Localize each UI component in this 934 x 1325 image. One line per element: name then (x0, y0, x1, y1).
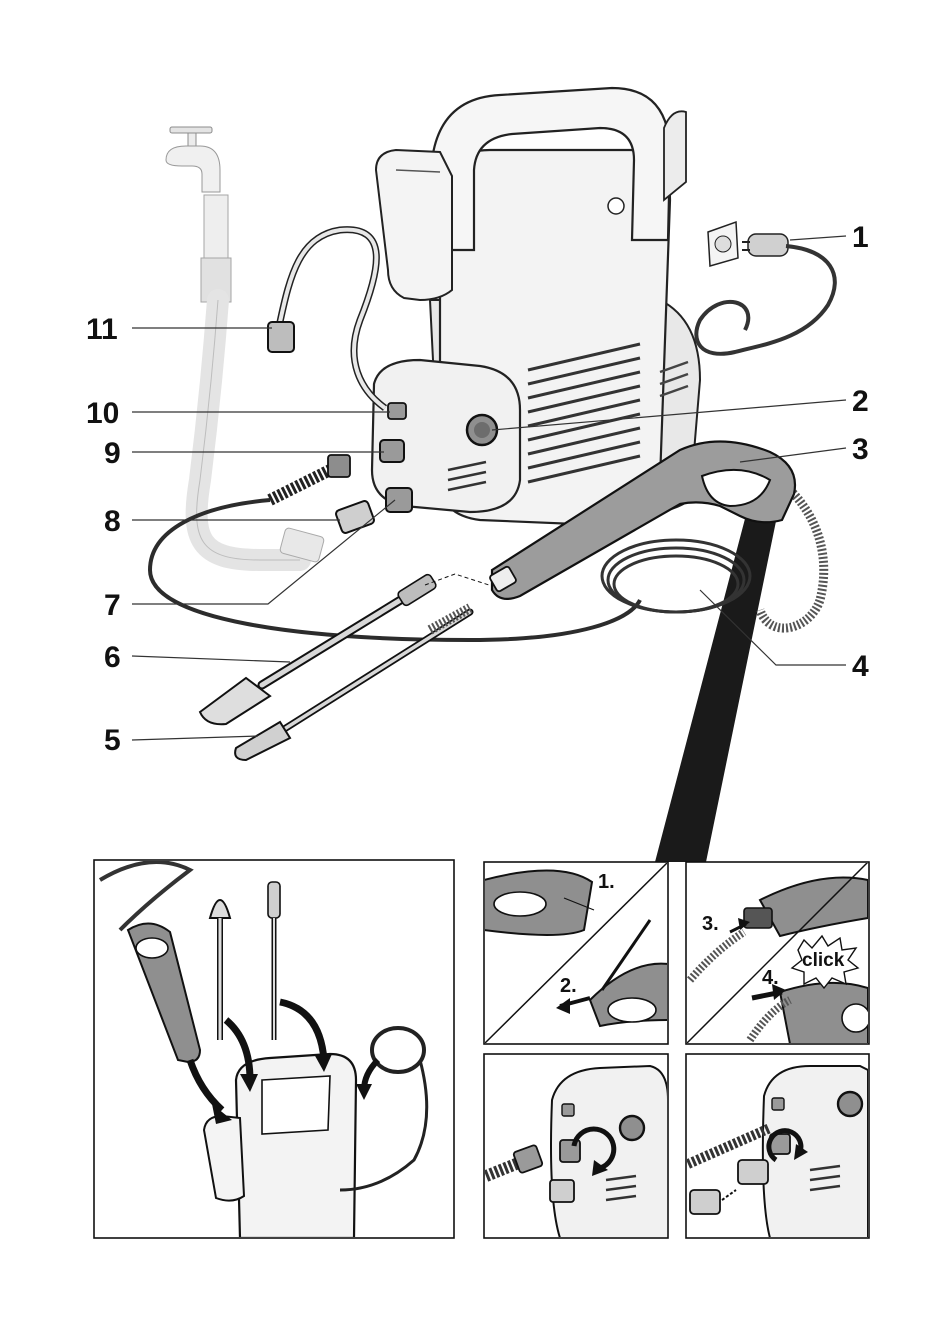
detail-panel-steps-1-2: 1. 2. (484, 862, 668, 1044)
pressure-washer-unit (372, 88, 700, 525)
water-tap-icon (166, 127, 231, 302)
callout-6-leader (132, 656, 290, 662)
step-1-label: 1. (598, 871, 615, 893)
callout-4: 4 (852, 650, 869, 683)
storage-panel (94, 860, 454, 1238)
lance-rotating-nozzle (200, 573, 437, 724)
hose-coil (602, 540, 750, 612)
power-socket-icon (708, 222, 738, 266)
callout-1: 1 (852, 221, 869, 254)
detergent-tube (280, 230, 385, 408)
callout-11: 11 (86, 313, 118, 346)
callout-6: 6 (104, 641, 121, 674)
quick-coupler (335, 500, 375, 534)
callout-3: 3 (852, 433, 869, 466)
callout-5-leader (132, 736, 258, 740)
power-plug-icon (742, 234, 788, 256)
callout-9: 9 (104, 437, 121, 470)
step-4-label: 4. (762, 967, 779, 989)
water-inlet-port (380, 440, 404, 462)
detail-panel-steps-3-4: 3. 4. click (686, 862, 870, 1044)
hose-fitting (328, 455, 350, 477)
click-label: click (802, 950, 845, 971)
callout-1-leader (790, 236, 846, 240)
step-3-label: 3. (702, 913, 719, 935)
step-2-label: 2. (560, 975, 577, 997)
high-pressure-outlet (386, 488, 412, 512)
callout-8: 8 (104, 505, 121, 538)
detail-panel-garden-hose-connect (686, 1054, 869, 1238)
detergent-port (388, 403, 406, 419)
callout-10: 10 (86, 397, 119, 430)
callout-5: 5 (104, 724, 121, 757)
detergent-filter (268, 322, 294, 352)
callout-2: 2 (852, 385, 869, 418)
detail-panel-hose-connect (484, 1054, 668, 1238)
callout-7: 7 (104, 589, 121, 622)
